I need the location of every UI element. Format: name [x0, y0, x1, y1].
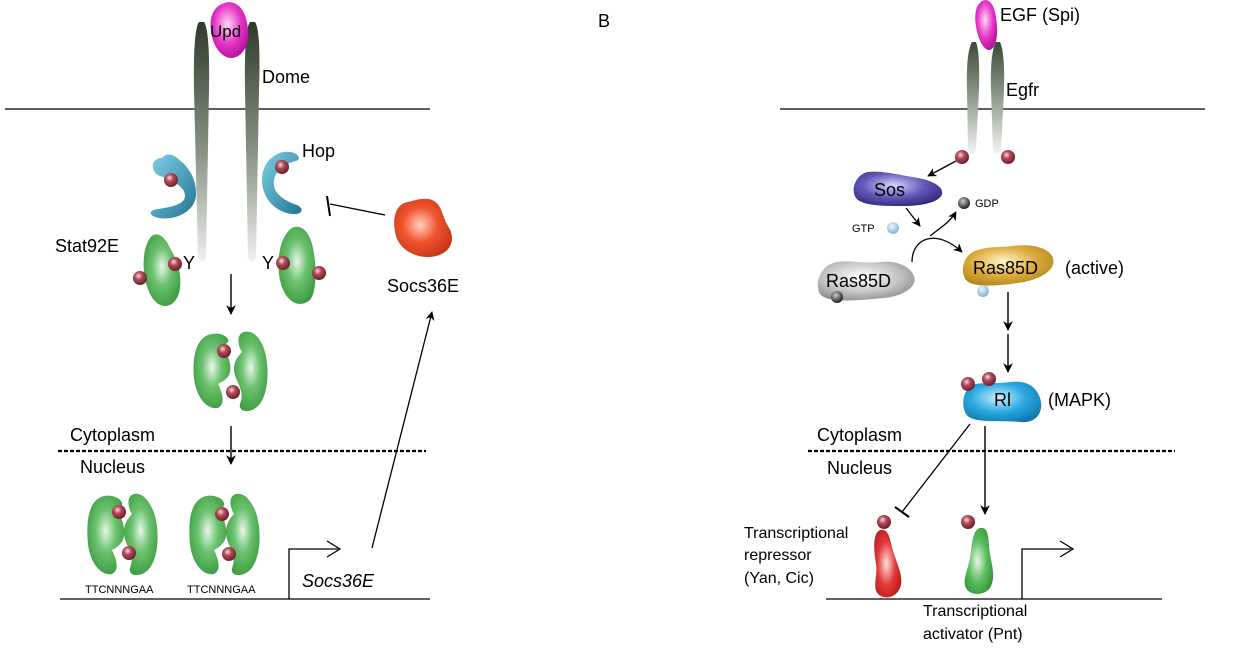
- phospho-bead: [275, 160, 289, 174]
- socs36e-gene-label: Socs36E: [302, 571, 375, 591]
- phospho-bead: [112, 505, 126, 519]
- phospho-bead: [122, 546, 136, 560]
- active-suffix-label: (active): [1065, 258, 1124, 278]
- stat92e-left: [143, 234, 181, 307]
- panel-b: B EGF (Spi) Egfr Sos GDP GTP Ras85D: [598, 0, 1205, 643]
- sos-label: Sos: [874, 180, 905, 200]
- phospho-bead: [215, 507, 229, 521]
- egfr-receptor-left: [966, 42, 980, 154]
- activator-label-line2: activator (Pnt): [923, 626, 1023, 643]
- stat-dimer-1-right-half: [124, 493, 158, 576]
- phospho-bead: [168, 257, 182, 271]
- arrow-gene-to-protein: [371, 311, 435, 549]
- sos-protein: [853, 171, 943, 206]
- repressor-label-line2: repressor: [744, 547, 812, 564]
- stat-dimer-dna-1: [87, 493, 158, 576]
- nucleus-label-a: Nucleus: [80, 457, 145, 477]
- phospho-bead: [961, 377, 975, 391]
- socs-inhibits-hop: [329, 203, 386, 216]
- mapk-inhibits-repressor: [901, 423, 971, 513]
- egf-label: EGF (Spi): [1000, 5, 1080, 25]
- ras85d-inactive: [817, 261, 915, 301]
- phospho-bead: [312, 266, 326, 280]
- ras85d-active: [962, 245, 1054, 286]
- phospho-bead: [1001, 150, 1015, 164]
- hop-label: Hop: [302, 141, 335, 161]
- exchange-arrow: [911, 237, 963, 263]
- panel-a: Upd Dome Hop Stat92E Y Y Socs36E Cytopla…: [5, 2, 459, 600]
- panel-b-label: B: [598, 11, 610, 31]
- dome-label: Dome: [262, 67, 310, 87]
- egf-ligand: [975, 0, 998, 50]
- arrow-gdp-release: [929, 211, 957, 237]
- tyrosine-right: Y: [262, 253, 274, 273]
- gtp-bead-ras: [977, 285, 989, 297]
- socs36e-protein-label: Socs36E: [387, 276, 459, 296]
- promoter-arrow-a-head: [326, 540, 342, 558]
- repressor-label-line3: (Yan, Cic): [744, 570, 814, 587]
- egfr-label: Egfr: [1006, 80, 1039, 100]
- gdp-bead-ras: [831, 291, 843, 303]
- phospho-beads-a: [112, 160, 326, 561]
- stat-dimer-cytoplasm: [193, 331, 268, 412]
- inhibition-bar-a: [326, 195, 331, 217]
- binding-site-2: TTCNNNGAA: [187, 584, 256, 596]
- stat-dimer-dna-2: [189, 493, 260, 576]
- egfr-receptor-right: [990, 42, 1005, 154]
- gtp-label: GTP: [852, 223, 875, 235]
- hop-kinase-left: [150, 154, 197, 219]
- phospho-bead: [217, 344, 231, 358]
- mapk-suffix-label: (MAPK): [1048, 390, 1111, 410]
- tyrosine-left: Y: [183, 253, 195, 273]
- stat-dimer-right-half: [234, 331, 268, 412]
- gdp-label: GDP: [975, 198, 999, 210]
- phospho-bead: [877, 515, 891, 529]
- phospho-bead: [226, 385, 240, 399]
- phospho-bead: [276, 256, 290, 270]
- promoter-arrow-b: [1021, 548, 1071, 599]
- nucleus-label-b: Nucleus: [827, 458, 892, 478]
- transcriptional-activator: [964, 527, 994, 594]
- upd-ligand: [210, 2, 249, 58]
- gdp-bead: [958, 197, 970, 209]
- rl-mapk: [963, 381, 1042, 423]
- phospho-bead: [961, 515, 975, 529]
- ras85d-active-label: Ras85D: [973, 258, 1038, 278]
- phospho-bead: [955, 150, 969, 164]
- rl-label: Rl: [994, 390, 1011, 410]
- promoter-arrow-a: [288, 548, 338, 599]
- gtp-bead: [887, 222, 899, 234]
- transcriptional-repressor: [874, 529, 902, 598]
- activator-label-line1: Transcriptional: [923, 603, 1027, 620]
- stat92e-right: [278, 226, 316, 304]
- dome-receptor-left: [193, 22, 210, 262]
- hop-kinase-right: [262, 151, 302, 215]
- cytoplasm-label-b: Cytoplasm: [817, 425, 902, 445]
- cytoplasm-label-a: Cytoplasm: [70, 425, 155, 445]
- stat-dimer-2-right-half: [226, 493, 260, 576]
- phospho-bead: [982, 372, 996, 386]
- ras85d-inactive-label: Ras85D: [826, 271, 891, 291]
- binding-site-1: TTCNNNGAA: [85, 584, 154, 596]
- stat92e-label: Stat92E: [55, 236, 119, 256]
- arrow-egfr-to-sos: [927, 160, 957, 177]
- phospho-bead: [222, 547, 236, 561]
- phospho-bead: [164, 173, 178, 187]
- dome-receptor-right: [244, 22, 260, 262]
- arrow-sos-exchange: [905, 207, 921, 227]
- promoter-arrow-b-head: [1059, 540, 1075, 558]
- socs36e-protein: [394, 198, 452, 258]
- repressor-label-line1: Transcriptional: [744, 525, 848, 542]
- phospho-bead: [133, 271, 147, 285]
- upd-label: Upd: [210, 22, 241, 41]
- inhibition-bar-b: [894, 506, 910, 518]
